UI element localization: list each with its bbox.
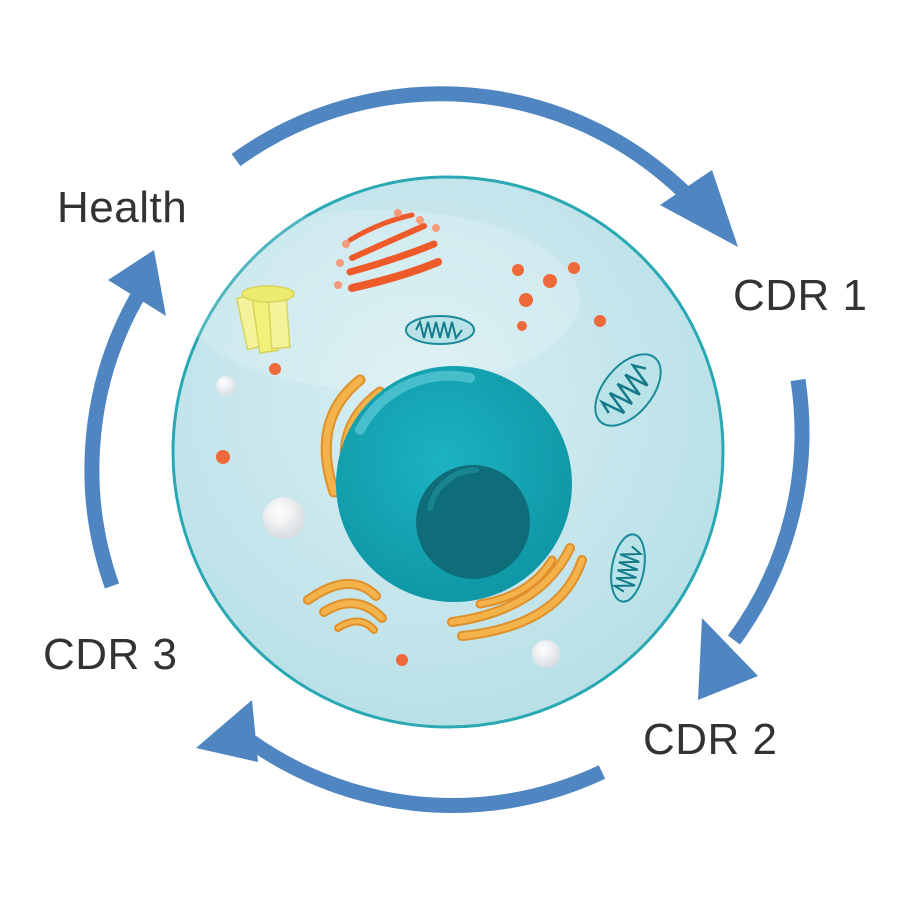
arrow-cdr3-to-health-icon: [84, 250, 166, 589]
stage-label-health: Health: [57, 183, 188, 232]
stage-label-cdr2: CDR 2: [643, 715, 778, 764]
mitochondrion-right: [594, 353, 662, 427]
stage-label-cdr1: CDR 1: [733, 271, 868, 320]
golgi-bottom-right: [447, 543, 587, 641]
stage-label-cdr3: CDR 3: [43, 630, 178, 679]
arrow-cdr2-to-cdr3-icon: [196, 700, 606, 813]
cycle-arrows: [84, 86, 810, 813]
lysosomes: [216, 376, 560, 668]
arrow-cdr1-to-cdr2-icon: [698, 378, 810, 700]
arrow-health-to-cdr1-icon: [231, 86, 738, 247]
nucleolus: [416, 465, 530, 579]
endoplasmic-reticulum: [334, 209, 442, 292]
vesicles: [216, 262, 606, 666]
mitochondrion-lower-right: [610, 533, 646, 603]
cell-illustration: [171, 175, 725, 729]
nucleus: [336, 366, 572, 602]
golgi-bottom-left: [303, 579, 387, 634]
centriole: [235, 285, 295, 354]
mitochondrion-top: [405, 315, 475, 345]
